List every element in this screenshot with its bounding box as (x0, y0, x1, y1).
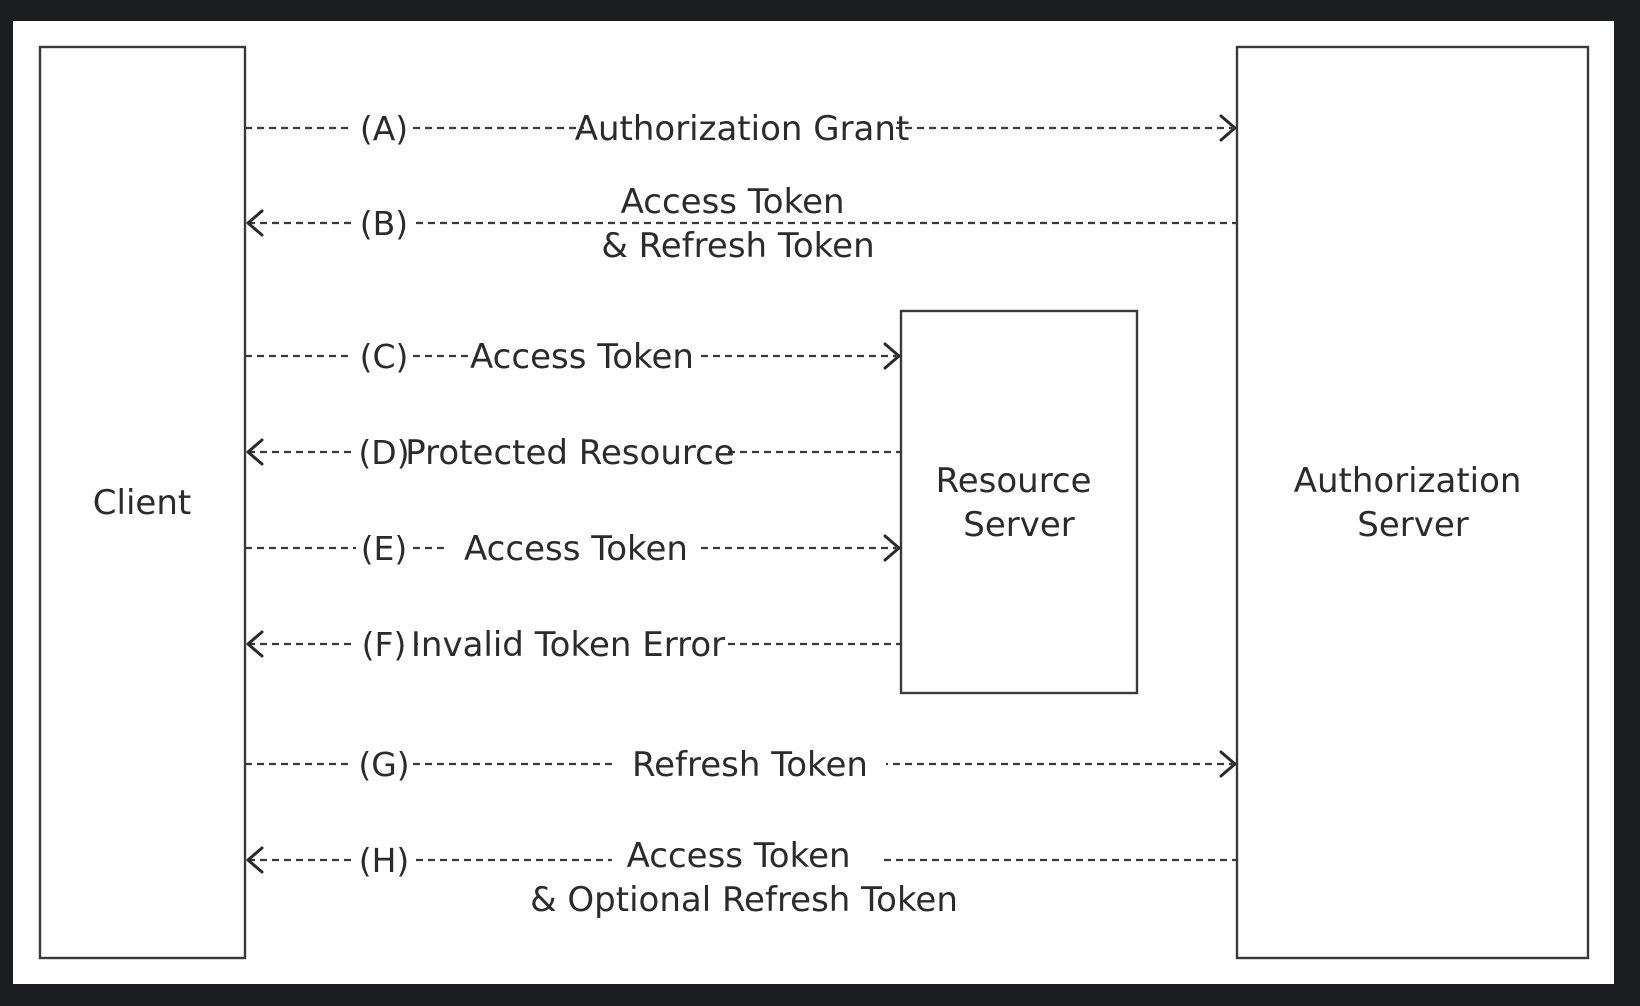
resource-server-label-line-1: Resource (936, 461, 1092, 501)
flow-f-label-line-1: Invalid Token Error (411, 625, 725, 665)
arrowhead-left-icon (246, 846, 264, 874)
arrowhead-right-icon (1219, 750, 1237, 778)
flow-e: (E) Access Token (245, 524, 901, 572)
authorization-server-label-line-1: Authorization (1294, 461, 1522, 501)
resource-server-label-line-2: Server (963, 505, 1075, 545)
flow-h-label-gap (612, 836, 884, 884)
flow-b: (B) Access Token & Refresh Token (246, 182, 1237, 266)
flow-e-label: Access Token (464, 529, 688, 569)
flow-c: (C) Access Token (245, 332, 901, 380)
flow-f-tag: (F) (362, 625, 407, 664)
authorization-server-node: Authorization Server (1235, 45, 1590, 960)
flow-c-label: Access Token (470, 337, 694, 377)
flow-h: (H) Access Token & Optional Refresh Toke… (246, 836, 1237, 920)
flow-f-label-gap (418, 620, 724, 668)
flow-h-label-line-1: Access Token (627, 836, 851, 876)
flow-g-label: Refresh Token (632, 745, 868, 785)
arrowhead-left-icon (246, 630, 264, 658)
flow-d-label-gap (414, 428, 726, 476)
flow-f: (F) Invalid Token Error (246, 620, 901, 668)
flow-g-tag-gap (352, 742, 408, 786)
flow-a: (A) Authorization Grant (245, 104, 1237, 152)
flow-a-label-line-1: Authorization Grant (575, 109, 910, 149)
flow-h-tag-gap (356, 838, 412, 882)
flow-b-tag-gap (356, 201, 412, 245)
arrowhead-left-icon (246, 438, 264, 466)
flow-b-label-line-2: & Refresh Token (601, 226, 874, 266)
diagram-canvas (13, 21, 1614, 984)
flow-d-label: Protected Resource (405, 433, 734, 473)
resource-server-box (899, 309, 1139, 695)
flow-c-tag: (C) (360, 337, 409, 376)
client-label: Client (93, 483, 191, 523)
authorization-server-label-line-2: Server (1357, 505, 1469, 545)
flow-f-tag-gap (356, 622, 412, 666)
flow-c-tag-gap (352, 334, 408, 378)
flow-a-tag-gap (352, 106, 408, 150)
flow-d-tag-gap (356, 430, 412, 474)
flow-e-label-gap (448, 524, 698, 572)
flow-h-label: Access Token & Optional Refresh Token (530, 836, 958, 920)
client-label-line: Client (93, 483, 191, 523)
flow-d-tag: (D) (358, 433, 409, 472)
flow-g-tag: (G) (358, 745, 409, 784)
flow-g: (G) Refresh Token (245, 740, 1237, 788)
flow-a-label: Authorization Grant (575, 109, 910, 149)
flow-g-label-line-1: Refresh Token (632, 745, 868, 785)
flow-b-tag: (B) (360, 204, 408, 243)
flow-e-label-line-1: Access Token (464, 529, 688, 569)
flow-d: (D) Protected Resource (246, 428, 901, 476)
flow-f-label: Invalid Token Error (411, 625, 725, 665)
flow-a-label-gap (584, 104, 896, 152)
authorization-server-label: Authorization Server (1294, 461, 1533, 545)
flow-c-label-gap (468, 332, 696, 380)
arrowhead-right-icon (883, 534, 901, 562)
resource-server-label: Resource Server (936, 461, 1103, 545)
client-node: Client (38, 45, 247, 960)
flow-h-tag: (H) (359, 841, 410, 880)
flow-d-label-line-1: Protected Resource (405, 433, 734, 473)
arrowhead-right-icon (883, 342, 901, 370)
flow-h-label-line-2: & Optional Refresh Token (530, 880, 958, 920)
flow-b-label: Access Token & Refresh Token (601, 182, 874, 266)
flow-a-tag: (A) (360, 109, 408, 148)
client-box (38, 45, 247, 960)
resource-server-node: Resource Server (899, 309, 1139, 695)
arrowhead-right-icon (1219, 114, 1237, 142)
authorization-server-box (1235, 45, 1590, 960)
flow-g-label-gap (616, 740, 886, 788)
arrowhead-left-icon (246, 209, 264, 237)
flow-b-label-line-1: Access Token (621, 182, 845, 222)
flow-e-tag-gap (356, 526, 412, 570)
flow-e-tag: (E) (361, 529, 408, 568)
flow-c-label-line-1: Access Token (470, 337, 694, 377)
